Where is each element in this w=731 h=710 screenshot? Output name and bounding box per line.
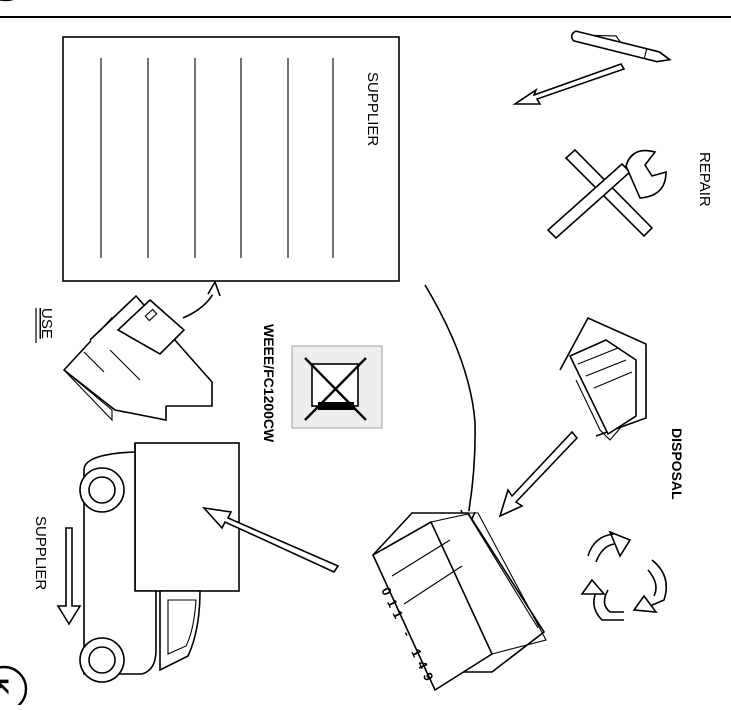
supplier-document	[63, 37, 399, 281]
use-arrowhead	[208, 282, 220, 296]
recycle-icon	[582, 532, 666, 620]
k-logo: K	[0, 667, 26, 705]
use-arrow	[183, 292, 214, 318]
supplier-arrow	[58, 528, 80, 624]
use-label: USE	[38, 308, 55, 339]
disposal-label: DISPOSAL	[669, 428, 685, 500]
pen-icon	[571, 26, 673, 65]
repair-label: REPAIR	[696, 152, 713, 207]
flow-arc	[425, 285, 475, 516]
supplier-top-label: SUPPLIER	[364, 72, 381, 146]
k-logo-letter: K	[0, 678, 13, 696]
batteries-icon	[560, 318, 646, 440]
weee-label: WEEE/FC1200CW	[261, 324, 277, 443]
crossed-bin-icon	[292, 346, 382, 428]
pen-arrow	[515, 64, 624, 104]
disposal-arrow	[500, 432, 577, 516]
truck-icon	[80, 443, 239, 682]
supplier-bottom-label: SUPPLIER	[32, 516, 49, 590]
